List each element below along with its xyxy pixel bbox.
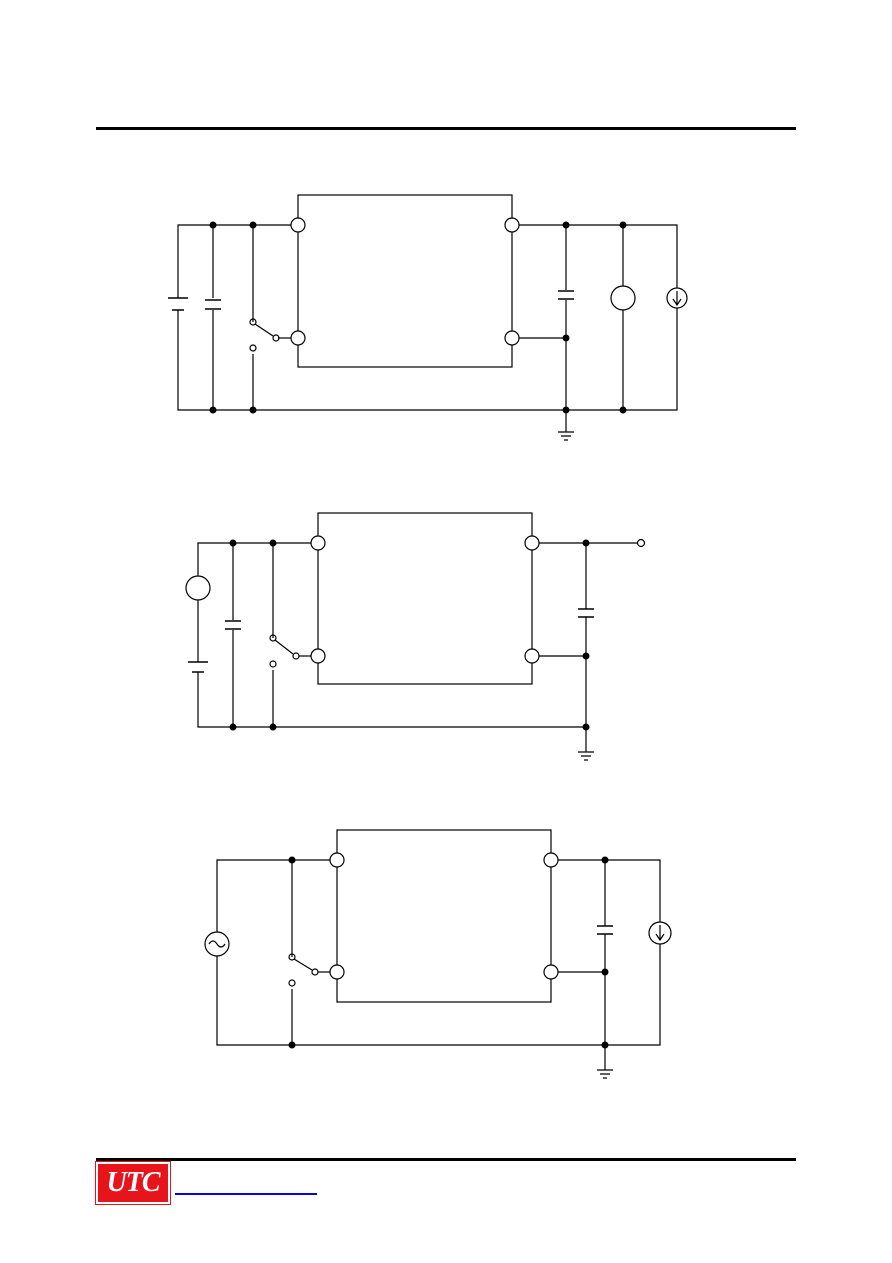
junction-dots xyxy=(229,539,590,731)
circuit-2 xyxy=(185,512,646,761)
switch-symbol xyxy=(269,634,300,668)
circuit-1-ic-box xyxy=(297,194,513,368)
capacitor-symbol xyxy=(205,299,221,310)
battery-symbol xyxy=(168,297,188,311)
circuit-3-ic-box xyxy=(336,829,552,1003)
website-link-underline[interactable] xyxy=(175,1193,317,1195)
battery-symbol xyxy=(188,661,208,673)
logo-text: UTC xyxy=(106,1167,161,1198)
meter-symbol xyxy=(610,285,636,311)
current-source-symbol xyxy=(666,287,688,309)
capacitor-symbol xyxy=(597,925,613,935)
circuit-3 xyxy=(204,829,672,1079)
header-rule xyxy=(96,127,796,130)
footer-rule xyxy=(96,1158,796,1161)
ac-source-symbol xyxy=(204,931,230,957)
ground-symbol xyxy=(597,1069,613,1079)
utc-logo: UTC xyxy=(95,1161,171,1205)
circuit-1 xyxy=(168,194,688,441)
capacitor-symbol xyxy=(578,608,594,618)
current-source-symbol xyxy=(648,921,672,945)
switch-symbol xyxy=(288,953,319,987)
ground-symbol xyxy=(558,431,574,441)
switch-symbol xyxy=(249,318,280,352)
capacitor-symbol xyxy=(558,290,574,300)
output-terminal xyxy=(636,538,646,548)
meter-symbol xyxy=(185,575,211,601)
ground-symbol xyxy=(578,751,594,761)
junction-dots xyxy=(288,856,609,1049)
capacitor-symbol xyxy=(225,620,241,630)
junction-dots xyxy=(209,221,627,414)
circuit-2-ic-box xyxy=(317,512,533,685)
